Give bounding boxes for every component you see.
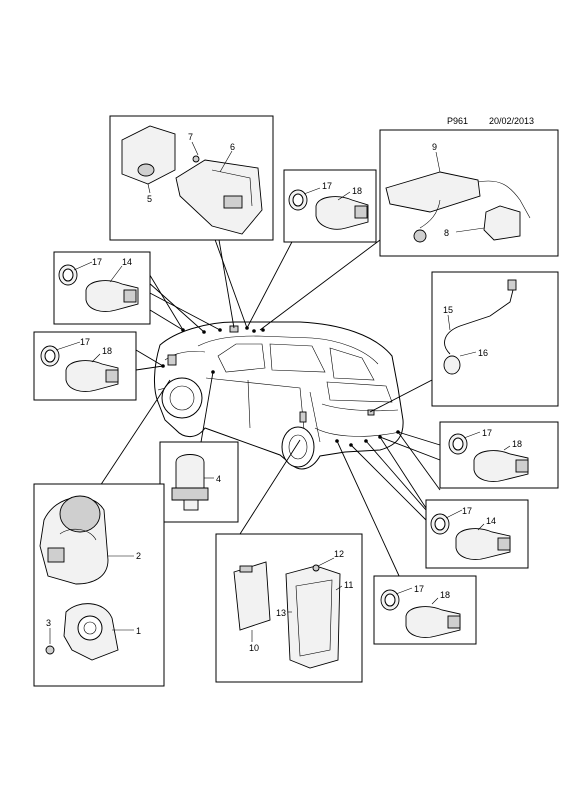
callout-11: 11 <box>344 580 353 590</box>
box-parts-10-13 <box>215 533 363 683</box>
callout-18d: 18 <box>440 590 450 600</box>
box-sensor-17-18-left <box>33 331 137 401</box>
callout-labels: 5 6 7 17 18 9 8 17 14 17 18 15 16 4 2 1 … <box>46 132 522 653</box>
callout-12: 12 <box>334 549 344 559</box>
callout-13: 13 <box>276 608 286 618</box>
callout-17e: 17 <box>462 506 472 516</box>
callout-5: 5 <box>147 194 152 204</box>
box-sensor-14-17-left <box>53 251 151 325</box>
callout-2: 2 <box>136 551 141 561</box>
callout-10: 10 <box>249 643 259 653</box>
callout-18b: 18 <box>102 346 112 356</box>
box-parts-5-6-7 <box>109 115 274 241</box>
callout-18c: 18 <box>512 439 522 449</box>
leader-lines <box>99 197 441 579</box>
callout-18a: 18 <box>352 186 362 196</box>
callout-8: 8 <box>444 228 449 238</box>
callout-17f: 17 <box>414 584 424 594</box>
box-sensor-14-17-right <box>425 499 529 569</box>
box-sensor-17-18-right-mid <box>439 421 559 489</box>
callout-17d: 17 <box>482 428 492 438</box>
box-sensor-17-18-top <box>283 169 377 243</box>
callout-9: 9 <box>432 142 437 152</box>
callout-14b: 14 <box>486 516 496 526</box>
callout-7: 7 <box>188 132 193 142</box>
callout-17a: 17 <box>322 181 332 191</box>
callout-6: 6 <box>230 142 235 152</box>
callout-3: 3 <box>46 618 51 628</box>
callout-4: 4 <box>216 474 221 484</box>
box-sensor-17-18-bottom-right <box>373 575 477 645</box>
callout-17b: 17 <box>92 257 102 267</box>
callout-1: 1 <box>136 626 141 636</box>
diagram-date: 20/02/2013 <box>489 116 535 126</box>
box-parts-8-9 <box>379 129 559 257</box>
callout-16: 16 <box>478 348 488 358</box>
box-parts-15-16 <box>431 271 559 407</box>
box-part-4 <box>159 441 239 523</box>
vehicle-illustration <box>154 321 404 470</box>
callout-14a: 14 <box>122 257 132 267</box>
callout-15: 15 <box>443 305 453 315</box>
callout-17c: 17 <box>80 337 90 347</box>
box-parts-1-2-3 <box>33 483 165 687</box>
diagram-id: P961 <box>447 116 469 126</box>
